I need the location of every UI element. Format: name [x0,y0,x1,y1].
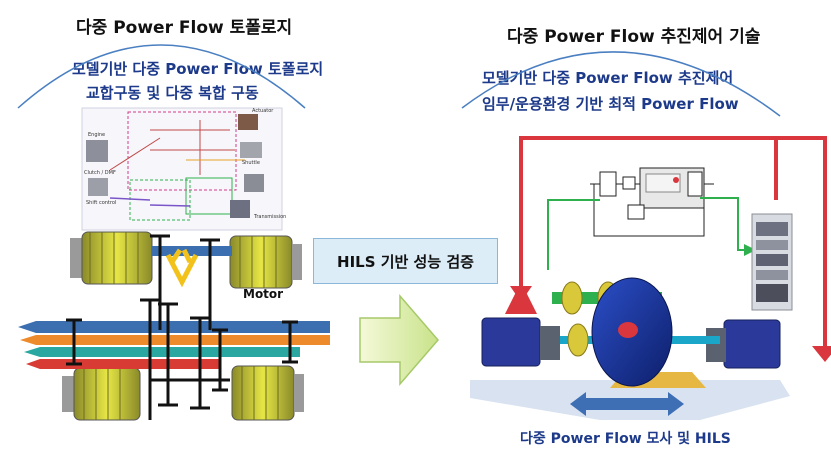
motor-bottom-left [62,367,141,421]
right-arc [461,51,781,117]
flow-band-red [26,359,220,369]
motor-bottom-right [231,365,304,421]
schematic-label-clutch: Clutch / DMF [84,170,116,176]
red-control-loop [505,136,831,362]
powertrain-diagram [18,231,330,421]
green-signal-line [547,197,752,270]
left-arc [17,44,306,109]
schematic-thumbnail: Engine Actuator Clutch / DMF Shuttle Shi… [81,107,286,231]
schematic-label-actuator: Actuator [252,108,274,114]
left-subtitle-2: 교합구동 및 다중 복합 구동 [86,84,259,102]
gear-shafts [66,234,298,420]
hils-cabinet [751,213,793,311]
bidirectional-arrow [570,392,684,416]
right-subtitle-1: 모델기반 다중 Power Flow 추진제어 [482,69,734,87]
control-block-diagram [590,167,714,237]
right-title: 다중 Power Flow 추진제어 기술 [507,27,761,47]
progress-arrow [359,293,439,387]
flow-band-orange [20,335,330,345]
green-signal-arrow [744,244,756,256]
motor-top-right [229,235,302,289]
left-title: 다중 Power Flow 토폴로지 [76,18,293,38]
motor-top-left [70,231,153,285]
flow-band-blue [18,321,330,333]
schematic-label-transmission: Transmission [253,214,286,220]
right-subtitle-2: 임무/운용환경 기반 최적 Power Flow [482,95,739,113]
hils-verification-box: HILS 기반 성능 검증 [313,238,498,284]
right-caption: 다중 Power Flow 모사 및 HILS [520,431,731,447]
schematic-label-shift: Shift control [86,200,116,206]
top-shaft [152,246,232,256]
test-rig [470,277,790,420]
left-subtitle-1: 모델기반 다중 Power Flow 토폴로지 [72,60,324,78]
flow-band-teal [24,347,300,357]
schematic-label-engine: Engine [88,132,105,138]
yellow-flow-arrows [165,248,199,288]
schematic-label-shuttle: Shuttle [242,160,260,166]
motor-label: Motor [243,287,284,301]
